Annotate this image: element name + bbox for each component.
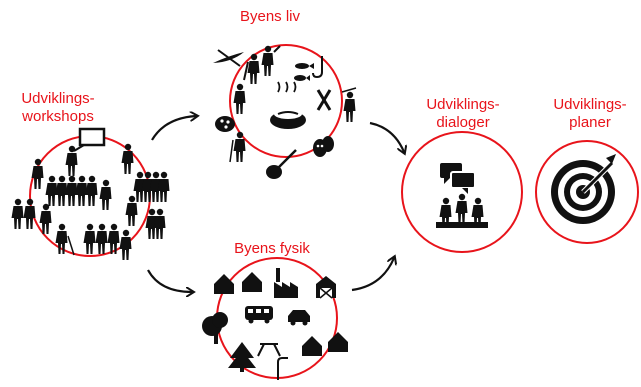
- planer-circle: [535, 140, 639, 244]
- byens-liv-label: Byens liv: [239, 8, 301, 25]
- planer-label-line1: Udviklings-: [553, 96, 627, 113]
- planer-label-line2: planer: [569, 114, 611, 131]
- byens-liv-circle: [229, 44, 343, 158]
- workshops-label-line2: workshops: [22, 108, 94, 125]
- arrow-fysik-to-dialoger: [351, 258, 394, 292]
- workshops-label: Udviklings- workshops: [8, 90, 108, 126]
- byens-fysik-buildings-icon: [202, 268, 348, 380]
- dialoger-circle: [401, 131, 523, 253]
- target-dartboard-icon: [551, 154, 616, 224]
- byens-fysik-label: Byens fysik: [234, 240, 310, 257]
- dialogue-meeting-icon: [436, 163, 488, 228]
- arrow-liv-to-dialoger: [369, 121, 404, 152]
- dialoger-label-line1: Udviklings-: [426, 96, 500, 113]
- arrow-to-byens-liv: [151, 116, 196, 141]
- byens-liv-activities-icon: [213, 45, 357, 179]
- arrow-to-byens-fysik: [147, 269, 192, 292]
- workshops-label-line1: Udviklings-: [21, 90, 95, 107]
- workshops-people-icon: [11, 127, 170, 260]
- dialoger-label: Udviklings- dialoger: [413, 96, 513, 132]
- dialoger-label-line2: dialoger: [436, 114, 490, 131]
- planer-label: Udviklings- planer: [540, 96, 640, 132]
